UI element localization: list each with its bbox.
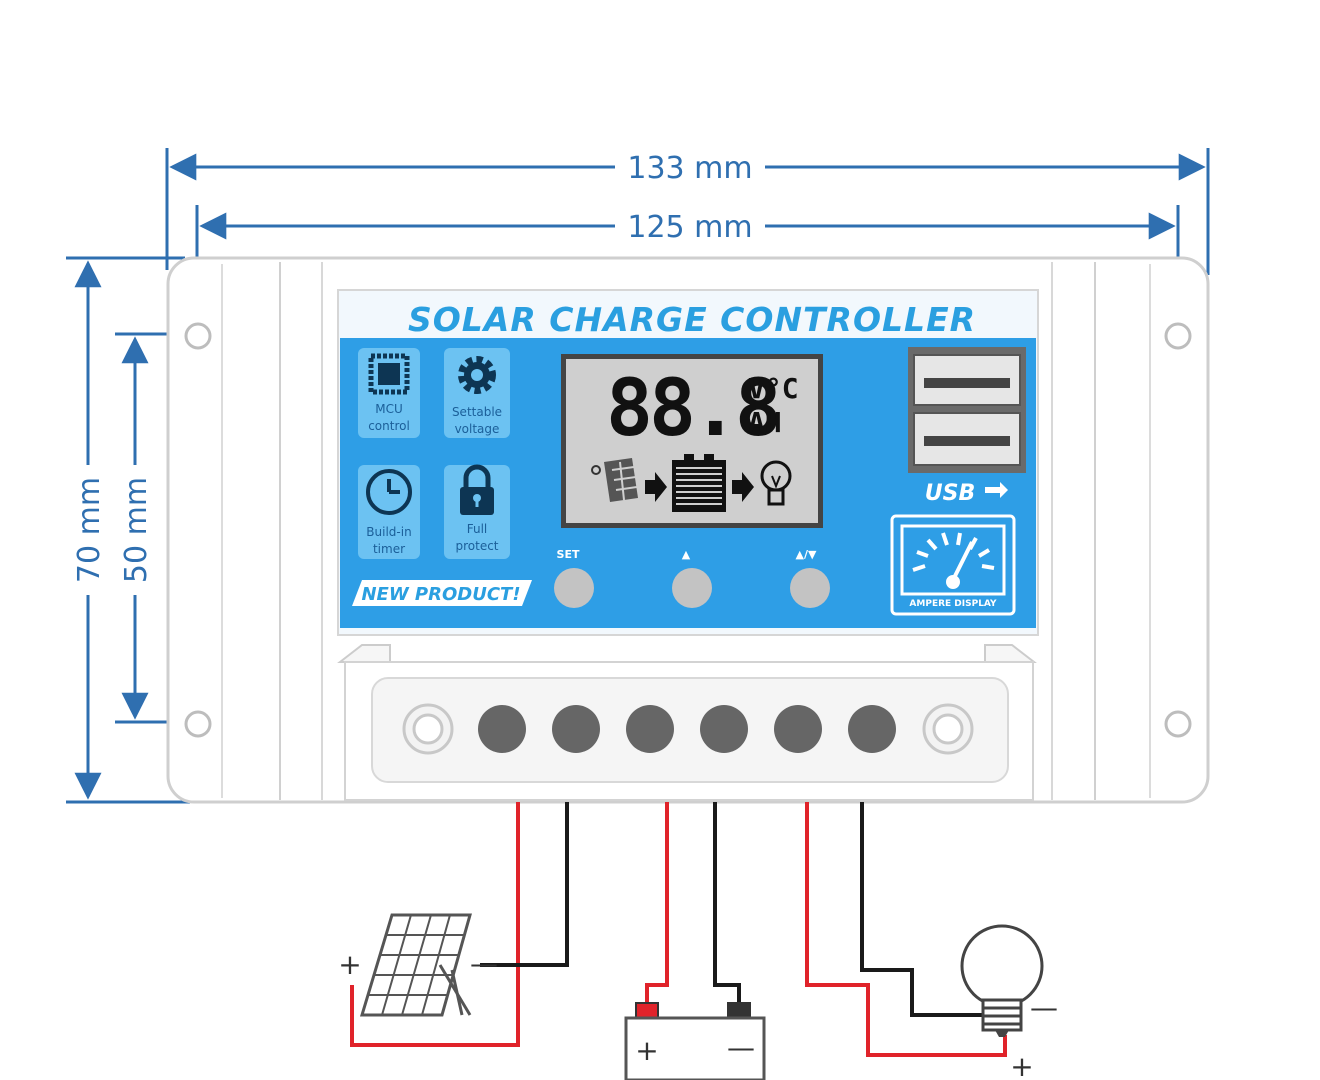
light-bulb-icon: — +: [960, 924, 1058, 1080]
lcd-unit-bottom: AH: [748, 406, 782, 439]
dimension-inner-height: 50 mm: [119, 477, 154, 583]
solar-positive-sign: +: [338, 948, 361, 981]
terminal-solar-positive: [478, 705, 526, 753]
screw-right: [922, 703, 974, 755]
screw-left: [402, 703, 454, 755]
front-panel: SOLAR CHARGE CONTROLLER MCU control Sett…: [337, 289, 1039, 636]
dimension-inner-width: 125 mm: [627, 210, 752, 245]
mounting-hole-bottom-right: [1164, 710, 1192, 738]
feature-line2: voltage: [455, 422, 500, 436]
ampere-label: AMPERE DISPLAY: [909, 599, 997, 609]
button-up-down-label: ▲/▼: [796, 548, 817, 561]
gear-icon: [458, 356, 496, 394]
new-product-badge: NEW PRODUCT!: [352, 580, 532, 606]
feature-full-protect: Full protect: [444, 464, 510, 559]
terminal-block: [337, 644, 1037, 801]
button-up-down[interactable]: ▲/▼: [790, 548, 830, 608]
dimension-outer-height: 70 mm: [72, 477, 107, 583]
feature-line2: timer: [373, 542, 405, 556]
button-set[interactable]: SET: [554, 548, 594, 608]
wire-battery-negative: [713, 802, 741, 1003]
wire-battery-positive: [645, 802, 669, 1003]
chip-icon: [368, 353, 410, 395]
button-up[interactable]: ▲: [672, 548, 712, 608]
lcd-solar-icon: [591, 458, 638, 502]
lcd-unit-top: V°C: [748, 372, 799, 405]
load-negative-sign: —: [1030, 991, 1058, 1024]
terminal-solar-negative: [552, 705, 600, 753]
terminal-load-positive: [774, 705, 822, 753]
solar-negative-sign: —: [470, 947, 498, 980]
usb-plug-icon: [985, 482, 1008, 498]
wire-solar-positive: [350, 802, 520, 1047]
usb-label: USB: [925, 481, 975, 506]
feature-line1: Settable: [452, 405, 502, 419]
arrow-right-icon: [732, 472, 754, 502]
panel-title: SOLAR CHARGE CONTROLLER: [408, 300, 976, 339]
dimension-lines: 133 mm 125 mm 70 mm 50 mm: [66, 148, 1210, 804]
feature-line1: Build-in: [366, 525, 411, 539]
terminal-load-negative: [848, 705, 896, 753]
wires: [350, 802, 1007, 1057]
feature-line2: control: [368, 419, 410, 433]
battery-negative-sign: —: [727, 1031, 755, 1064]
feature-line2: protect: [455, 539, 498, 553]
mounting-hole-top-right: [1164, 322, 1192, 350]
lcd-bulb-icon: [760, 460, 792, 506]
ampere-display: AMPERE DISPLAY: [890, 514, 1016, 616]
feature-line1: MCU: [375, 402, 403, 416]
gauge-icon: [912, 532, 995, 589]
feature-mcu-control: MCU control: [358, 348, 420, 438]
arrow-right-icon: [645, 472, 667, 502]
wire-solar-negative: [480, 802, 569, 967]
wire-load-positive: [805, 802, 1007, 1057]
usb-ports: USB: [908, 347, 1026, 506]
feature-build-in-timer: Build-in timer: [358, 465, 420, 559]
lcd-display: 88.8 V°C AH: [561, 354, 823, 528]
clock-icon: [366, 469, 412, 515]
terminal-battery-negative: [700, 705, 748, 753]
load-positive-sign: +: [1010, 1050, 1033, 1080]
button-up-label: ▲: [682, 548, 691, 561]
mounting-hole-top-left: [184, 322, 212, 350]
lcd-battery-icon: [672, 454, 726, 512]
terminal-battery-positive: [626, 705, 674, 753]
dimension-outer-width: 133 mm: [627, 151, 752, 186]
badge-text: NEW PRODUCT!: [361, 584, 520, 605]
mounting-hole-bottom-left: [184, 710, 212, 738]
battery-positive-sign: +: [635, 1034, 658, 1067]
wire-load-negative: [860, 802, 983, 1017]
button-set-label: SET: [557, 548, 580, 561]
lcd-digits: 88.8: [606, 364, 778, 454]
feature-settable-voltage: Settable voltage: [444, 348, 510, 438]
feature-line1: Full: [467, 522, 488, 536]
battery-icon: + —: [624, 1002, 766, 1080]
lock-icon: [460, 464, 494, 515]
solar-panel-icon: + —: [338, 913, 498, 1017]
